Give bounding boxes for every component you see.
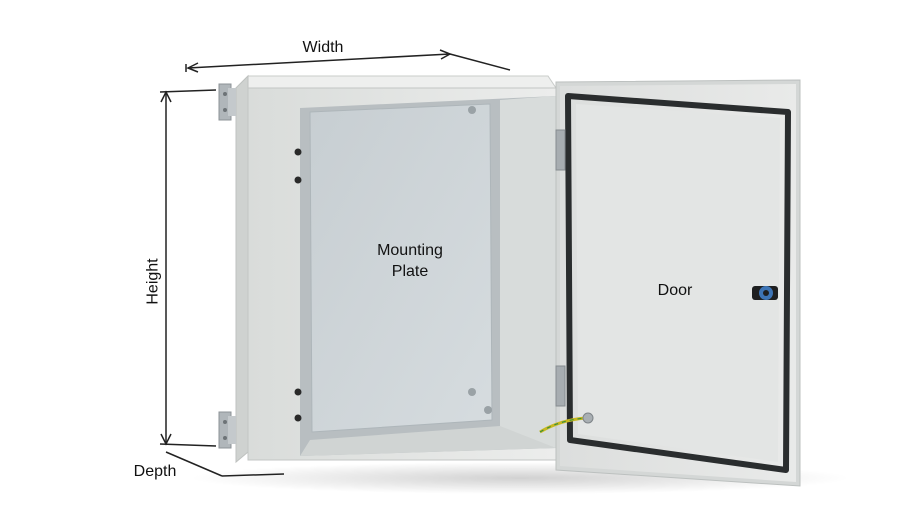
- plate-screw-icon: [468, 388, 476, 396]
- wall-bracket-icon: [218, 411, 236, 449]
- wall-bracket-icon: [218, 83, 236, 121]
- side-hole-icon: [294, 388, 302, 396]
- door-label: Door: [657, 282, 693, 299]
- mounting-plate-label-line2: Plate: [391, 263, 429, 280]
- plate-screw-icon: [468, 106, 476, 114]
- lock-icon: [752, 286, 778, 300]
- width-label: Width: [302, 39, 344, 56]
- height-dimension-line: [159, 89, 217, 447]
- plate-screw-icon: [484, 406, 492, 414]
- door-gasket: [565, 93, 791, 473]
- depth-label: Depth: [133, 463, 177, 480]
- height-label: Height: [144, 258, 162, 305]
- mounting-plate: [309, 103, 493, 433]
- mounting-plate-label: Mounting Plate: [340, 240, 480, 282]
- hinge-icon: [555, 365, 566, 407]
- mounting-plate-label-line1: Mounting: [377, 242, 443, 259]
- width-dimension-line: [185, 49, 511, 73]
- side-hole-icon: [294, 148, 302, 156]
- hinge-icon: [555, 129, 566, 171]
- depth-dimension-line: [165, 451, 285, 477]
- door: [555, 79, 801, 487]
- side-hole-icon: [294, 176, 302, 184]
- ground-wire-icon: [539, 412, 594, 434]
- side-hole-icon: [294, 414, 302, 422]
